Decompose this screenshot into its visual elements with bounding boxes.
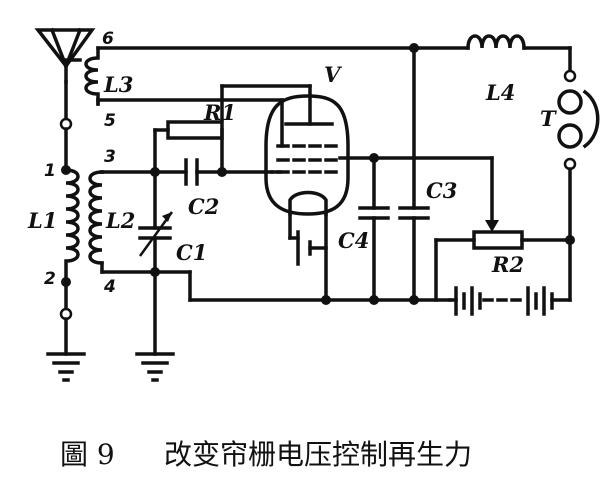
label-c2: C2: [188, 194, 219, 219]
label-r1: R1: [203, 100, 236, 125]
filament-battery: [288, 230, 328, 266]
headphone-t: [557, 69, 600, 302]
label-c3: C3: [426, 178, 457, 203]
terminal-6: 6: [102, 29, 114, 49]
label-l2: L2: [105, 208, 135, 233]
terminal-1: 1: [44, 161, 56, 181]
label-l4: L4: [485, 80, 515, 105]
coil-l3: [64, 46, 100, 120]
terminal-4: 4: [103, 277, 116, 297]
plate-battery: [448, 286, 572, 316]
coil-l1: [64, 168, 80, 284]
label-c1: C1: [176, 240, 207, 265]
coil-l2: [88, 170, 104, 265]
capacitor-c1: [138, 170, 174, 274]
coil-l4: [466, 34, 526, 50]
capacitor-c3: [398, 46, 430, 302]
label-c4: C4: [338, 228, 369, 253]
capacitor-c4: [358, 156, 390, 302]
label-v: V: [324, 62, 343, 87]
label-l3: L3: [103, 72, 133, 97]
label-t: T: [540, 106, 557, 131]
figure-caption: 改变帘栅电压控制再生力: [164, 438, 472, 471]
antenna-symbol: [34, 27, 96, 84]
ground-middle: [135, 352, 175, 382]
potentiometer-r2: [472, 230, 524, 250]
terminal-2: 2: [44, 269, 56, 289]
terminal-3: 3: [104, 147, 116, 167]
label-r2: R2: [491, 252, 524, 277]
terminal-5: 5: [104, 111, 116, 131]
vacuum-tube-v: [264, 84, 350, 302]
figure-number: 圖 9: [60, 438, 115, 471]
label-l1: L1: [27, 208, 57, 233]
ground-left: [46, 352, 86, 382]
